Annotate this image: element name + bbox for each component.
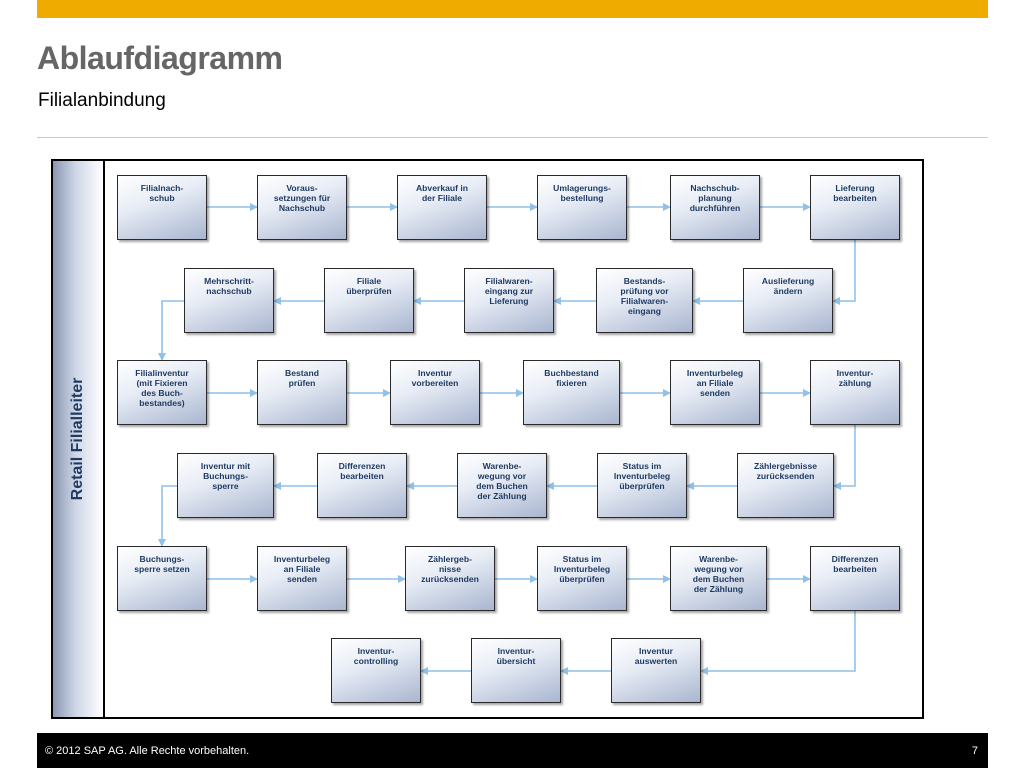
step-inventurbeleg-senden-2: Inventurbeleg an Filiale senden bbox=[257, 546, 347, 611]
step-label: Filialinventur (mit Fixieren des Buch- b… bbox=[135, 368, 189, 408]
step-inventurbeleg-senden: Inventurbeleg an Filiale senden bbox=[670, 360, 760, 425]
step-inventuruebersicht: Inventur- übersicht bbox=[471, 638, 561, 703]
page-title: Ablaufdiagramm bbox=[37, 40, 283, 76]
step-label: Nachschub- planung durchführen bbox=[689, 183, 741, 213]
step-label: Auslieferung ändern bbox=[761, 276, 815, 296]
flow-arrow bbox=[158, 300, 184, 361]
step-label: Bestand prüfen bbox=[285, 368, 319, 388]
step-label: Filialwaren- eingang zur Lieferung bbox=[484, 276, 534, 306]
page-subtitle: Filialanbindung bbox=[38, 90, 166, 111]
brand-accent-bar bbox=[37, 0, 988, 18]
step-status-inventurbeleg-2: Status im Inventurbeleg überprüfen bbox=[537, 546, 627, 611]
step-label: Voraus- setzungen für Nachschub bbox=[273, 183, 331, 213]
step-filiale-ueberpruefen: Filiale überprüfen bbox=[324, 268, 414, 333]
step-label: Inventur mit Buchungs- sperre bbox=[200, 461, 251, 491]
step-label: Abverkauf in der Filiale bbox=[415, 183, 469, 203]
step-lieferung-bearbeiten: Lieferung bearbeiten bbox=[810, 175, 900, 240]
step-label: Buchbestand fixieren bbox=[544, 368, 599, 388]
step-label: Inventur auswerten bbox=[634, 646, 678, 666]
step-label: Inventurbeleg an Filiale senden bbox=[273, 554, 331, 584]
step-label: Zählergeb- nisse zurücksenden bbox=[421, 554, 479, 584]
step-differenzen-bearbeiten-2: Differenzen bearbeiten bbox=[810, 546, 900, 611]
swimlane-diagram: Retail Filialleiter Filialnach- schub Vo… bbox=[51, 159, 924, 719]
step-buchungssperre-setzen: Buchungs- sperre setzen bbox=[117, 546, 207, 611]
step-mehrschrittnachschub: Mehrschritt- nachschub bbox=[184, 268, 274, 333]
step-label: Umlagerungs- bestellung bbox=[553, 183, 611, 203]
step-label: Filialnach- schub bbox=[140, 183, 184, 203]
step-auslieferung-aendern: Auslieferung ändern bbox=[743, 268, 833, 333]
step-label: Status im Inventurbeleg überprüfen bbox=[613, 461, 671, 491]
flow-arrow bbox=[832, 240, 856, 305]
step-label: Warenbe- wegung vor dem Buchen der Zählu… bbox=[692, 554, 745, 594]
step-bestandspruefung: Bestands- prüfung vor Filialwaren- einga… bbox=[596, 268, 693, 333]
step-filialinventur: Filialinventur (mit Fixieren des Buch- b… bbox=[117, 360, 207, 425]
step-status-inventurbeleg: Status im Inventurbeleg überprüfen bbox=[597, 453, 687, 518]
step-label: Zählergebnisse zurücksenden bbox=[753, 461, 818, 481]
step-label: Bestands- prüfung vor Filialwaren- einga… bbox=[620, 276, 669, 316]
step-label: Warenbe- wegung vor dem Buchen der Zählu… bbox=[476, 461, 528, 501]
step-label: Inventur- zählung bbox=[836, 368, 874, 388]
step-label: Buchungs- sperre setzen bbox=[134, 554, 190, 574]
step-abverkauf-filiale: Abverkauf in der Filiale bbox=[397, 175, 487, 240]
step-label: Differenzen bearbeiten bbox=[831, 554, 879, 574]
step-inventur-buchungssperre: Inventur mit Buchungs- sperre bbox=[177, 453, 274, 518]
flow-arrow bbox=[700, 611, 856, 675]
step-label: Inventurbeleg an Filiale senden bbox=[686, 368, 744, 398]
step-label: Differenzen bearbeiten bbox=[338, 461, 386, 481]
step-zaehlergebnisse-zuruecksenden: Zählergebnisse zurücksenden bbox=[737, 453, 834, 518]
step-differenzen-bearbeiten: Differenzen bearbeiten bbox=[317, 453, 407, 518]
step-inventur-vorbereiten: Inventur vorbereiten bbox=[390, 360, 480, 425]
step-filialwareneingang-lieferung: Filialwaren- eingang zur Lieferung bbox=[464, 268, 554, 333]
step-voraussetzungen-nachschub: Voraus- setzungen für Nachschub bbox=[257, 175, 347, 240]
step-warenbewegung-vor-buchen-2: Warenbe- wegung vor dem Buchen der Zählu… bbox=[670, 546, 767, 611]
title-divider bbox=[37, 137, 988, 138]
flow-arrow bbox=[158, 485, 177, 547]
step-nachschubplanung: Nachschub- planung durchführen bbox=[670, 175, 760, 240]
step-warenbewegung-vor-buchen: Warenbe- wegung vor dem Buchen der Zählu… bbox=[457, 453, 547, 518]
copyright-notice: © 2012 SAP AG. Alle Rechte vorbehalten. bbox=[45, 745, 250, 757]
step-label: Inventur vorbereiten bbox=[411, 368, 459, 388]
step-umlagerungsbestellung: Umlagerungs- bestellung bbox=[537, 175, 627, 240]
step-label: Status im Inventurbeleg überprüfen bbox=[553, 554, 611, 584]
step-label: Mehrschritt- nachschub bbox=[204, 276, 254, 296]
step-inventur-auswerten: Inventur auswerten bbox=[611, 638, 701, 703]
connector-layer bbox=[158, 203, 856, 675]
step-inventurcontrolling: Inventur- controlling bbox=[331, 638, 421, 703]
step-bestand-pruefen: Bestand prüfen bbox=[257, 360, 347, 425]
step-zaehlergebnisse-zuruecksenden-2: Zählergeb- nisse zurücksenden bbox=[405, 546, 495, 611]
page-number: 7 bbox=[971, 745, 978, 757]
flow-arrow bbox=[833, 425, 856, 490]
step-label: Filiale überprüfen bbox=[346, 276, 392, 296]
step-label: Inventur- übersicht bbox=[496, 646, 536, 666]
step-filialnachschub: Filialnach- schub bbox=[117, 175, 207, 240]
footer-bar: © 2012 SAP AG. Alle Rechte vorbehalten. … bbox=[37, 733, 988, 768]
step-label: Inventur- controlling bbox=[353, 646, 399, 666]
step-inventurzaehlung: Inventur- zählung bbox=[810, 360, 900, 425]
swimlane-header: Retail Filialleiter bbox=[53, 161, 105, 717]
step-label: Lieferung bearbeiten bbox=[833, 183, 877, 203]
step-buchbestand-fixieren: Buchbestand fixieren bbox=[523, 360, 620, 425]
